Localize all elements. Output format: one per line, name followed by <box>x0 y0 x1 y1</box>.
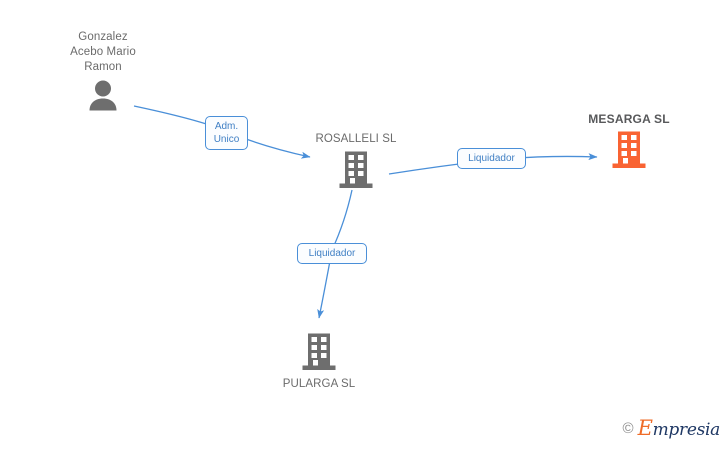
node-company-rosalleli-sl[interactable]: ROSALLELI SL <box>281 132 431 190</box>
brand-initial: E <box>637 416 653 440</box>
edge-label-liquidador-pularga[interactable]: Liquidador <box>297 243 367 264</box>
copyright-icon: © <box>622 419 634 437</box>
edge-label-liquidador-mesarga[interactable]: Liquidador <box>457 148 526 169</box>
node-label-pularga: PULARGA SL <box>282 378 356 390</box>
node-label-person: Gonzalez Acebo Mario Ramon <box>70 31 136 73</box>
brand-wordmark: Empresia <box>637 416 721 440</box>
brand-rest: mpresia <box>652 420 721 440</box>
node-label-mesarga: MESARGA SL <box>588 112 670 126</box>
edge-label-adm-unico[interactable]: Adm. Unico <box>205 116 248 150</box>
node-company-mesarga-sl[interactable]: MESARGA SL <box>554 112 704 170</box>
node-company-pularga-sl[interactable]: PULARGA SL <box>244 332 394 391</box>
person-icon <box>86 79 120 111</box>
building-icon <box>337 150 375 190</box>
node-person-gonzalez-acebo-mario-ramon[interactable]: Gonzalez Acebo Mario Ramon <box>28 30 178 111</box>
building-icon <box>300 332 338 372</box>
watermark-empresia: © Empresia <box>622 416 721 440</box>
node-label-rosalleli: ROSALLELI SL <box>315 133 397 145</box>
building-icon-highlighted <box>610 130 648 170</box>
